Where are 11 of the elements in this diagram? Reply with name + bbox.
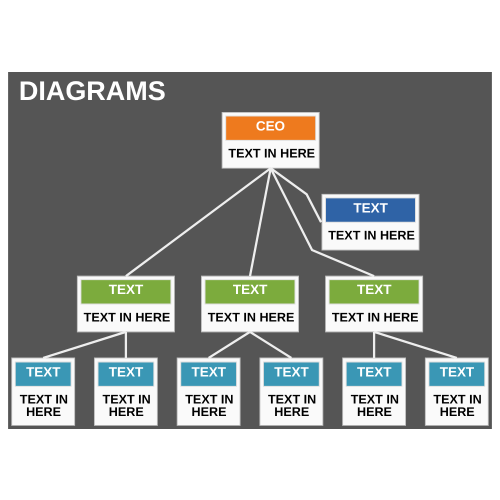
connector: [124, 331, 128, 358]
connector: [249, 330, 292, 358]
connector: [125, 166, 272, 277]
connector: [270, 166, 322, 222]
connector: [372, 331, 376, 358]
connector: [374, 330, 458, 359]
connector: [270, 167, 375, 277]
connector: [42, 330, 126, 359]
diagram-title: DIAGRAMS: [18, 75, 166, 106]
connector: [248, 168, 272, 276]
connector: [208, 330, 251, 358]
